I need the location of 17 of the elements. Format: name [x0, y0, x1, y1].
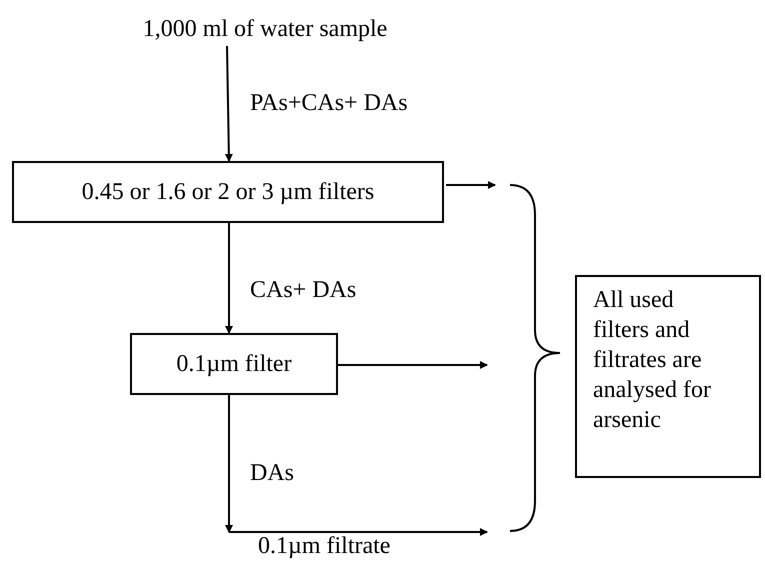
- process-box: [12, 161, 444, 223]
- edge-label: PAs+CAs+ DAs: [250, 90, 408, 117]
- edge-label: CAs+ DAs: [250, 277, 356, 304]
- note-box: [575, 275, 761, 478]
- process-box: [130, 333, 338, 395]
- arrow: [224, 46, 233, 162]
- box-text: 0.1µm filter: [176, 350, 292, 378]
- arrow: [338, 361, 488, 369]
- edge-label: DAs: [250, 460, 294, 487]
- flow-text: 0.1µm filtrate: [258, 532, 390, 561]
- arrow: [225, 223, 233, 334]
- flow-text: 1,000 ml of water sample: [142, 14, 388, 44]
- arrow: [229, 528, 488, 536]
- arrow: [446, 181, 496, 189]
- box-text: All used filters and filtrates are analysed for arsenic: [593, 286, 712, 435]
- box-text: 0.45 or 1.6 or 2 or 3 µm filters: [82, 178, 374, 206]
- arrow: [225, 395, 233, 533]
